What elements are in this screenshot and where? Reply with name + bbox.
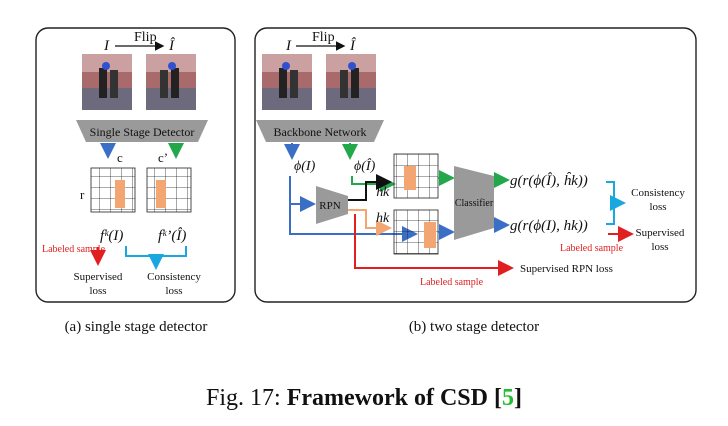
labeled-sample-b-1: Labeled sample (560, 243, 624, 254)
black-arrow-hk-hat (348, 174, 392, 201)
labeled-sample-a: Labeled sample (42, 244, 106, 255)
input-image-b (262, 54, 312, 110)
hk-label: hk (376, 211, 390, 226)
feature-grid-right (146, 167, 192, 213)
labeled-sample-b-2: Labeled sample (420, 277, 484, 288)
phi-ihat-label: ϕ(Î) (354, 157, 376, 174)
g-bottom-label: g(r(ϕ(I), hk)) (510, 218, 588, 234)
consistency-loss-a-1: Consistency (147, 271, 201, 283)
flipped-image (146, 54, 196, 110)
caption-b: (b) two stage detector (409, 319, 539, 335)
classifier-block (454, 166, 494, 240)
orange-arrow-hk (348, 209, 392, 236)
c-label: c (117, 150, 123, 165)
blue-path-main (289, 176, 418, 242)
input-image (82, 54, 132, 110)
roi-grid-top (393, 153, 439, 199)
c-prime-label: c’ (158, 150, 168, 165)
f-ihat-label: fᵏ’(Î) (158, 227, 186, 244)
input-i-label-b: I (285, 38, 292, 54)
feature-grid-left (90, 167, 136, 213)
caption-title: Framework of CSD [ (287, 385, 502, 411)
consistency-arrows-a (125, 246, 187, 257)
supervised-rpn-loss-label: Supervised RPN loss (520, 263, 613, 275)
r-label: r (80, 187, 85, 202)
figure-caption: Fig. 17: Framework of CSD [5] (206, 385, 522, 411)
single-stage-detector-label: Single Stage Detector (90, 125, 195, 139)
panel-a-frame (35, 27, 236, 303)
rpn-block (316, 186, 348, 224)
classifier-label: Classifier (455, 198, 494, 209)
input-ihat-label-b: Î (349, 37, 356, 54)
panel-b-frame (254, 27, 697, 303)
caption-a: (a) single stage detector (65, 319, 208, 335)
flip-label-b: Flip (312, 30, 335, 45)
flip-label: Flip (134, 30, 157, 45)
red-path-rpn (354, 214, 514, 276)
single-stage-detector-block (76, 120, 208, 142)
consistency-loss-b-1: Consistency (631, 187, 685, 199)
caption-prefix: Fig. 17: (206, 385, 287, 411)
input-i-label: I (103, 38, 110, 54)
supervised-loss-a-1: Supervised (74, 271, 123, 283)
hk-hat-label: ĥk (376, 183, 390, 200)
backbone-network-label: Backbone Network (274, 125, 367, 139)
input-ihat-label: Î (168, 37, 175, 54)
consistency-arrows-b (606, 181, 622, 225)
supervised-loss-b-2: loss (651, 241, 668, 253)
g-top-label: g(r(ϕ(Î), ĥk)) (510, 172, 588, 189)
f-i-label: fᵏ(I) (100, 228, 123, 244)
consistency-loss-b-2: loss (649, 201, 666, 213)
supervised-loss-a-2: loss (89, 285, 106, 297)
roi-grid-bottom (393, 209, 439, 255)
rpn-label: RPN (319, 200, 340, 212)
caption-ref: 5 (502, 385, 514, 411)
flipped-image-b (326, 54, 376, 110)
caption-suffix: ] (514, 385, 522, 411)
phi-i-label: ϕ(I) (294, 159, 316, 174)
supervised-loss-b-1: Supervised (636, 227, 685, 239)
consistency-loss-a-2: loss (165, 285, 182, 297)
backbone-network-block (256, 120, 384, 142)
